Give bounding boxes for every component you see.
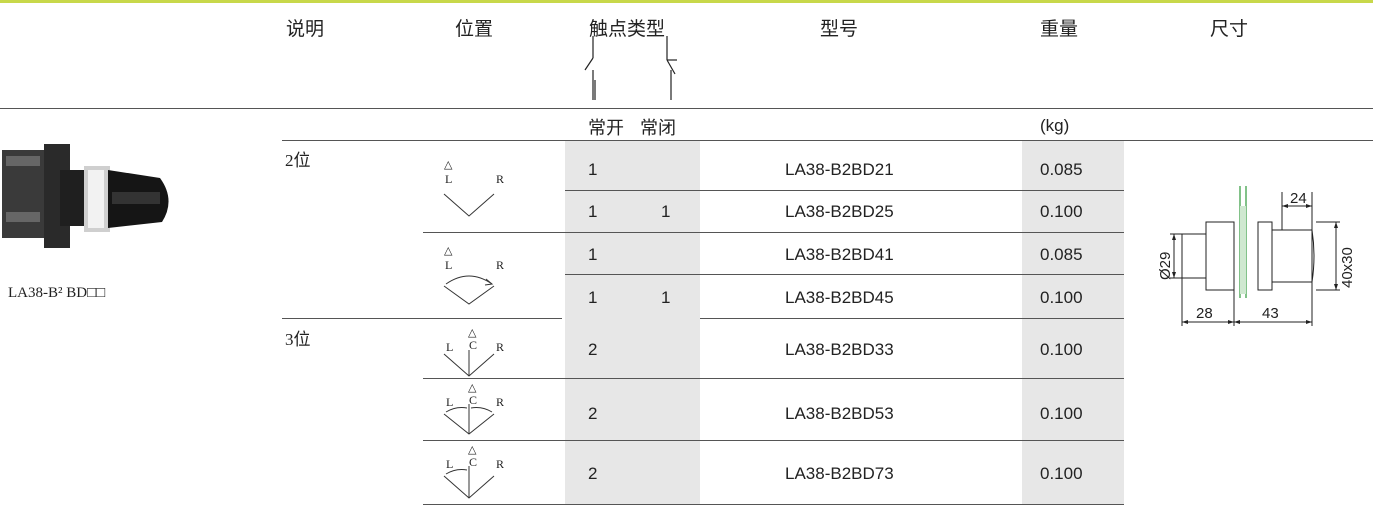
switch-rotate-icon (443, 275, 495, 305)
row-6-weight: 0.100 (1040, 404, 1083, 423)
subheader-weight-unit: (kg) (1040, 116, 1070, 135)
row-3-no: 1 (588, 245, 598, 264)
row-4-weight: 0.100 (1040, 288, 1083, 307)
row-6-no: 2 (588, 404, 598, 423)
switch-3pos-return-icon (443, 404, 495, 435)
header-model: 型号 (820, 19, 859, 40)
group-label-2pos: 2位 (285, 151, 311, 170)
diagram-marker: △ (468, 327, 477, 339)
diagram-label-r: R (496, 340, 505, 354)
diagram-label-l: L (445, 172, 453, 186)
header-dimensions: 尺寸 (1210, 19, 1249, 40)
dim-24: 24 (1290, 190, 1307, 207)
row-1-no: 1 (588, 160, 598, 179)
subheader-nc: 常闭 (640, 118, 676, 138)
diagram-label-c: C (469, 338, 478, 352)
row-3-model: LA38-B2BD41 (785, 245, 894, 264)
row-7-weight: 0.100 (1040, 464, 1083, 483)
row-divider (565, 190, 1124, 191)
diagram-marker: △ (468, 444, 477, 456)
row-2-nc: 1 (661, 202, 671, 221)
row-divider (700, 232, 1124, 233)
row-6-model: LA38-B2BD53 (785, 404, 894, 423)
weight-column-shade (1022, 140, 1124, 505)
row-2-no: 1 (588, 202, 598, 221)
header-position: 位置 (455, 19, 494, 40)
diagram-label-l: L (446, 340, 454, 354)
row-5-model: LA38-B2BD33 (785, 340, 894, 359)
dim-40x30: 40x30 (1339, 247, 1356, 288)
row-1-weight: 0.085 (1040, 160, 1083, 179)
row-2-model: LA38-B2BD25 (785, 202, 894, 221)
row-7-no: 2 (588, 464, 598, 483)
row-divider (700, 440, 1124, 441)
diagram-marker: △ (468, 382, 477, 394)
row-3-weight: 0.085 (1040, 245, 1083, 264)
switch-3pos-icon (443, 350, 495, 377)
contact-column-shade (565, 140, 700, 505)
diagram-label-l: L (446, 457, 454, 471)
dim-29: Ø29 (1157, 252, 1174, 280)
row-divider (700, 318, 1124, 319)
header-divider (0, 108, 1373, 109)
diagram-label-r: R (496, 457, 505, 471)
diagram-label-l: L (445, 258, 453, 272)
group-label-3pos: 3位 (285, 330, 311, 349)
diagram-divider-2 (423, 378, 700, 379)
row-1-model: LA38-B2BD21 (785, 160, 894, 179)
group-divider (282, 318, 562, 319)
diagram-label-c: C (469, 393, 478, 407)
header-contact-type: 触点类型 (589, 19, 666, 40)
row-5-no: 2 (588, 340, 598, 359)
switch-position-icon (443, 193, 495, 217)
product-label: LA38-B² BD□□ (8, 285, 106, 301)
diagram-label-l: L (446, 395, 454, 409)
row-2-weight: 0.100 (1040, 202, 1083, 221)
dim-28: 28 (1196, 305, 1213, 322)
diagram-label-r: R (496, 258, 505, 272)
row-divider (700, 378, 1124, 379)
header-weight: 重量 (1040, 19, 1079, 40)
contact-symbol-icon (584, 36, 677, 100)
diagram-label-r: R (496, 172, 505, 186)
subheader-no: 常开 (588, 118, 624, 138)
diagram-marker: △ (444, 159, 453, 171)
row-4-model: LA38-B2BD45 (785, 288, 894, 307)
row-divider (565, 274, 1124, 275)
dim-43: 43 (1262, 305, 1279, 322)
row-5-weight: 0.100 (1040, 340, 1083, 359)
diagram-divider-1 (423, 232, 700, 233)
diagram-divider-3 (423, 440, 700, 441)
product-photo (2, 144, 169, 248)
subheader-divider (282, 140, 1373, 141)
row-7-model: LA38-B2BD73 (785, 464, 894, 483)
diagram-label-c: C (469, 455, 478, 469)
top-accent-bar (0, 0, 1373, 3)
diagram-marker: △ (444, 245, 453, 257)
row-4-no: 1 (588, 288, 598, 307)
diagram-label-r: R (496, 395, 505, 409)
header-description: 说明 (286, 19, 325, 40)
switch-3pos-left-return-icon (443, 466, 495, 499)
dimension-drawing: 24 Ø29 40x30 28 43 (1157, 186, 1356, 326)
row-4-nc: 1 (661, 288, 671, 307)
